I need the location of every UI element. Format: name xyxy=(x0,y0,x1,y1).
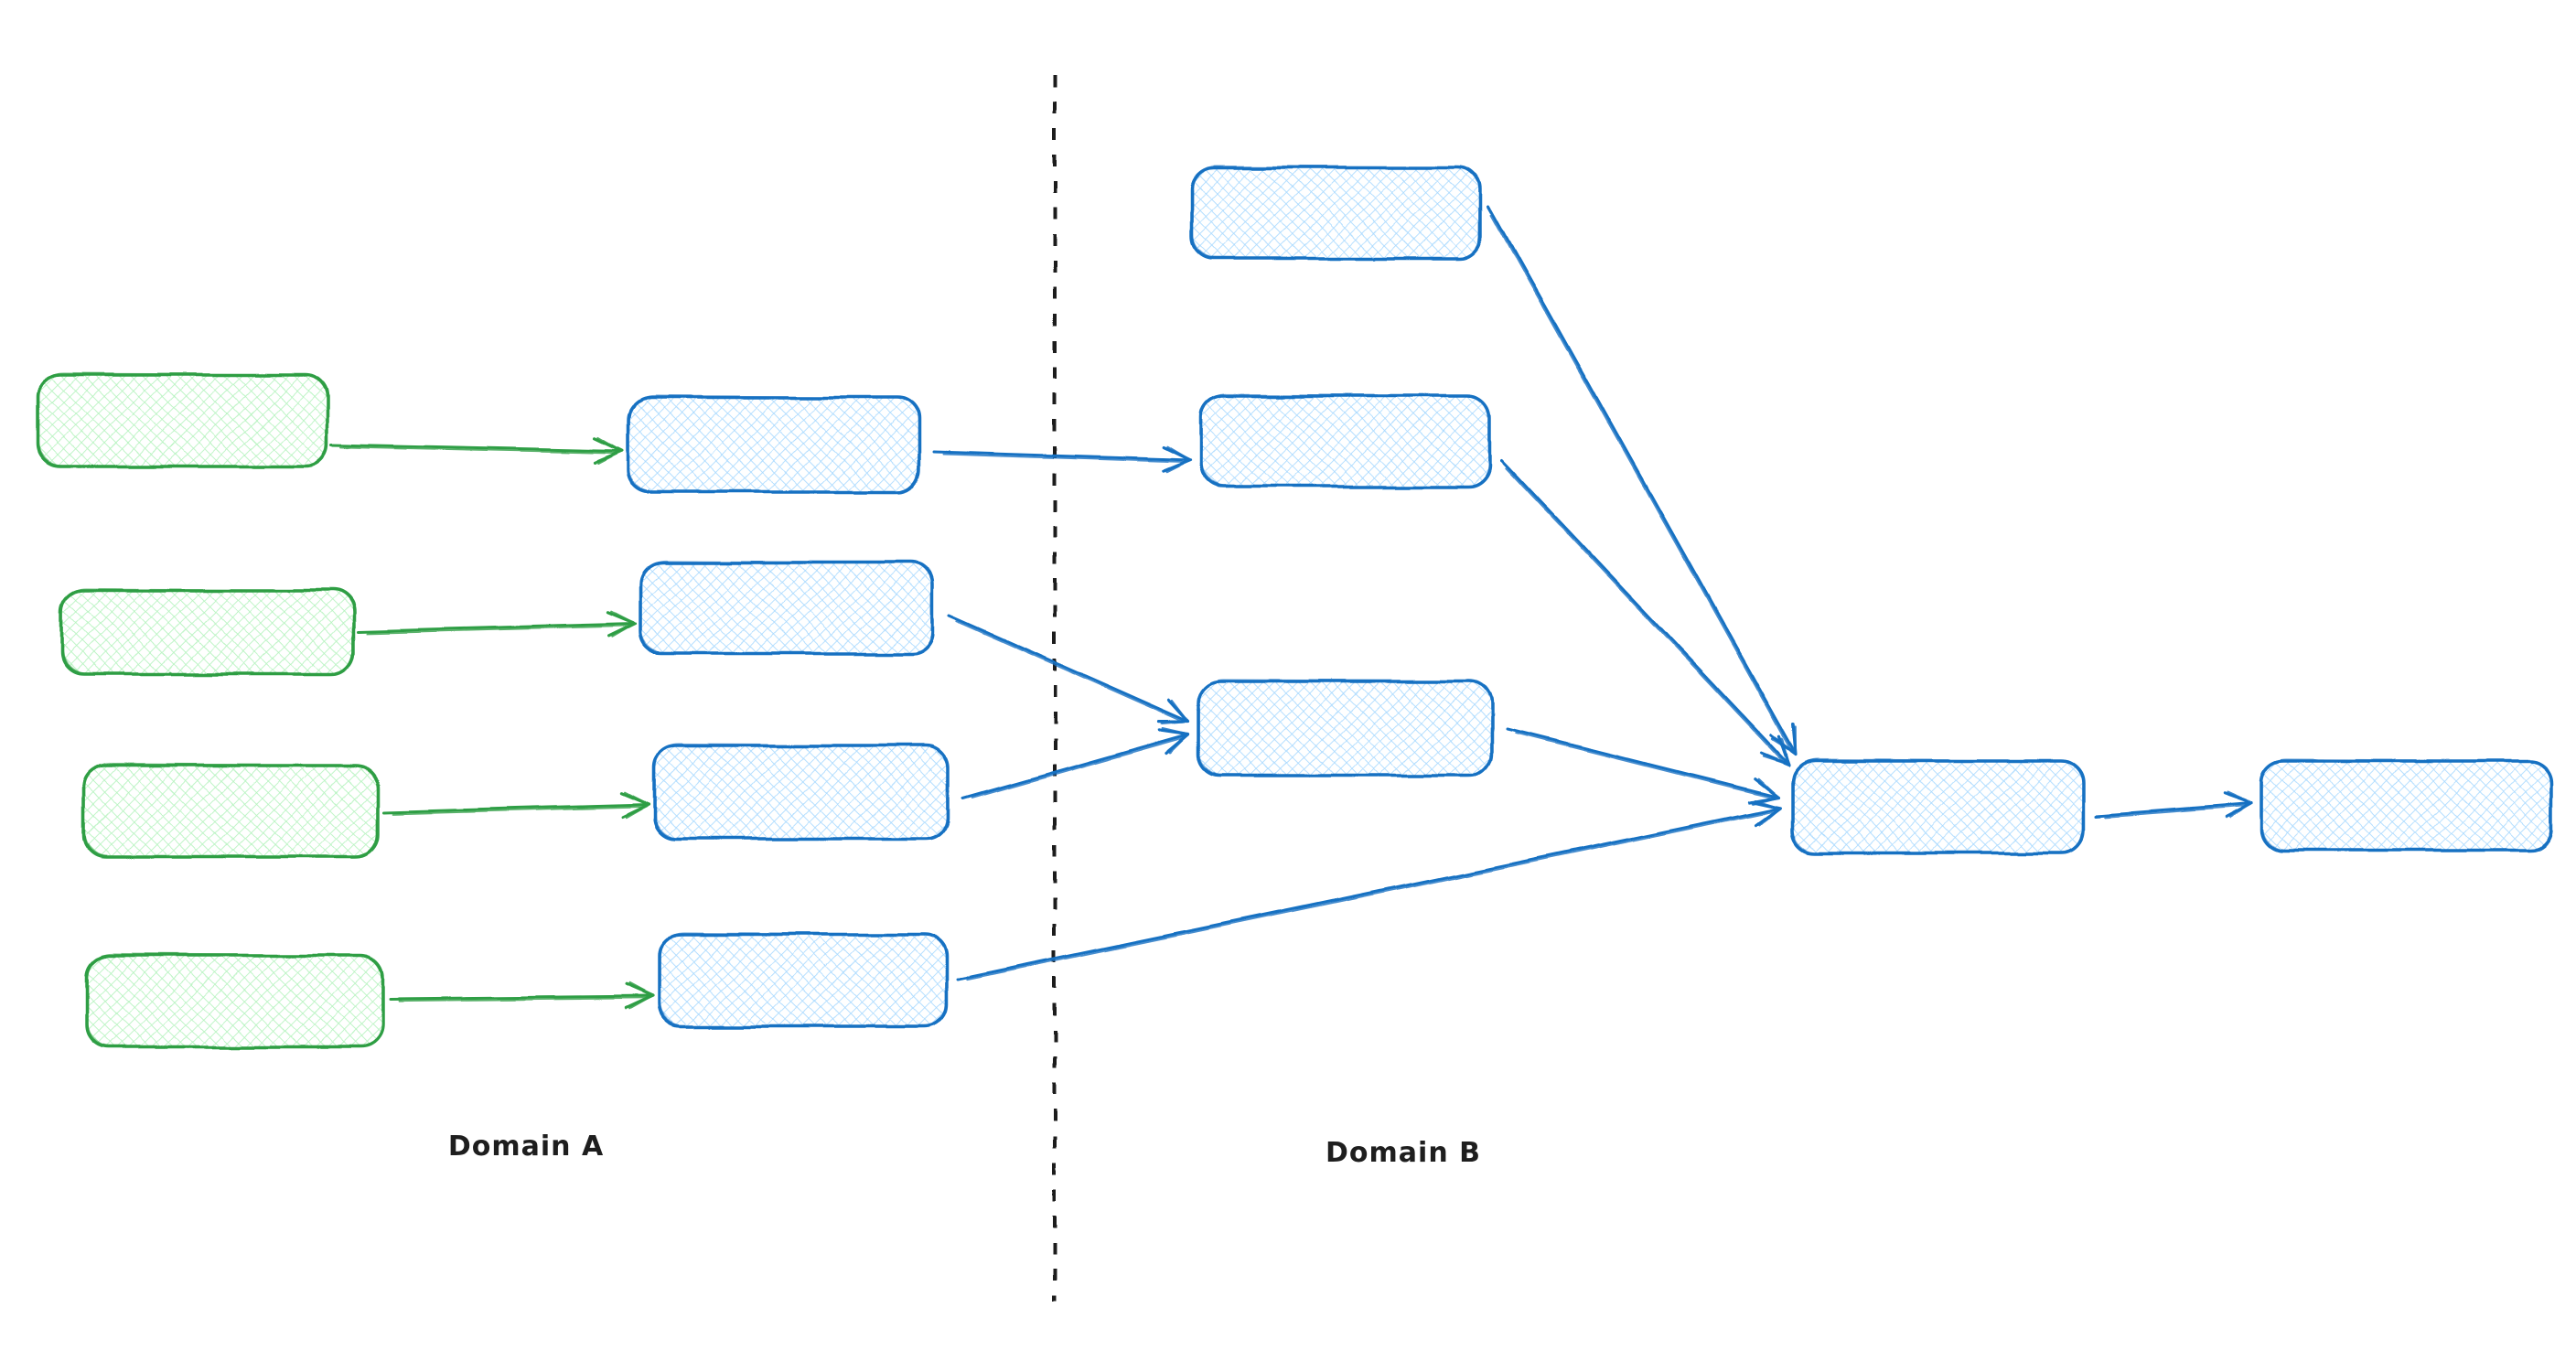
node-green-box-4[interactable] xyxy=(85,953,385,1049)
arrow-green-box-4-to-blue-box-a4[interactable] xyxy=(389,982,655,1011)
arrow-blue-box-a4-to-blue-box-merge[interactable] xyxy=(956,799,1781,981)
node-blue-box-a3[interactable] xyxy=(652,743,950,841)
arrow-blue-box-a3-to-blue-box-b3[interactable] xyxy=(961,727,1191,800)
node-blue-box-output[interactable] xyxy=(2259,758,2554,852)
arrow-blue-box-b2-to-blue-box-merge[interactable] xyxy=(1499,457,1791,766)
arrow-blue-box-a1-to-blue-box-b2[interactable] xyxy=(932,445,1192,474)
label-domain-b[interactable]: Domain B xyxy=(1326,1137,1481,1169)
node-blue-box-a1[interactable] xyxy=(627,395,921,493)
node-blue-box-b2[interactable] xyxy=(1199,393,1491,488)
node-green-box-1[interactable] xyxy=(37,372,329,468)
node-blue-box-a4[interactable] xyxy=(657,932,949,1028)
node-green-box-2[interactable] xyxy=(59,587,356,676)
arrow-green-box-1-to-blue-box-a1[interactable] xyxy=(329,436,624,465)
node-green-box-3[interactable] xyxy=(81,763,380,859)
arrow-blue-box-b3-to-blue-box-merge[interactable] xyxy=(1506,727,1779,805)
node-blue-box-a2[interactable] xyxy=(639,560,935,656)
arrow-blue-box-b1-to-blue-box-merge[interactable] xyxy=(1487,204,1798,756)
arrow-green-box-3-to-blue-box-a3[interactable] xyxy=(381,791,650,820)
arrow-blue-box-a2-to-blue-box-b3[interactable] xyxy=(948,614,1191,725)
node-blue-box-b1[interactable] xyxy=(1189,165,1482,260)
node-blue-box-merge[interactable] xyxy=(1791,758,2085,854)
arrow-blue-box-merge-to-blue-box-output[interactable] xyxy=(2095,791,2253,820)
label-domain-a[interactable]: Domain A xyxy=(447,1131,605,1163)
arrow-green-box-2-to-blue-box-a2[interactable] xyxy=(356,610,637,638)
node-blue-box-b3[interactable] xyxy=(1197,679,1493,777)
